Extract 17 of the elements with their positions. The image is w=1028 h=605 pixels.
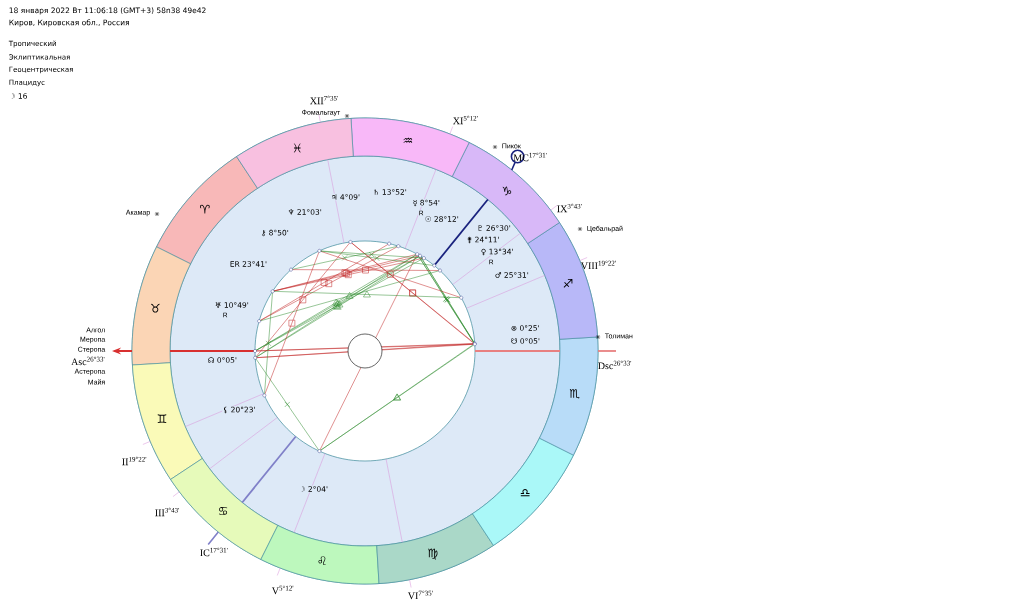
zodiac-sign-segment: ♎ [472, 437, 574, 546]
house-cusp-label: IX$^{3°43'}$ [557, 203, 582, 213]
zodiac-sign-segment: ♍ [376, 513, 494, 584]
zodiac-sign-segment: ♌ [260, 525, 380, 585]
house-cusp-label: XII$^{7°35'}$ [310, 95, 338, 105]
house-cusp-label: VI$^{7°35'}$ [407, 590, 433, 600]
house-cusp-label: Dsc$^{26°33'}$ [598, 360, 632, 370]
house-cusp-label: XI$^{5°12'}$ [453, 115, 478, 125]
house-cusp-label: V$^{5°12'}$ [271, 585, 294, 595]
zodiac-sign-segment: ♉ [131, 246, 191, 366]
house-cusp-label: Asc$^{26°33'}$ [71, 356, 105, 366]
house-cusp-label: IC$^{17°31'}$ [200, 547, 228, 557]
house-cusp-label: III$^{3°43'}$ [155, 507, 180, 517]
zodiac-sign-segment: ♏ [539, 336, 599, 456]
house-cusp-label: VIII$^{19°22'}$ [580, 260, 616, 270]
zodiac-sign-segment: ♓ [236, 118, 354, 189]
house-cusp-label: II$^{19°22'}$ [122, 456, 147, 466]
